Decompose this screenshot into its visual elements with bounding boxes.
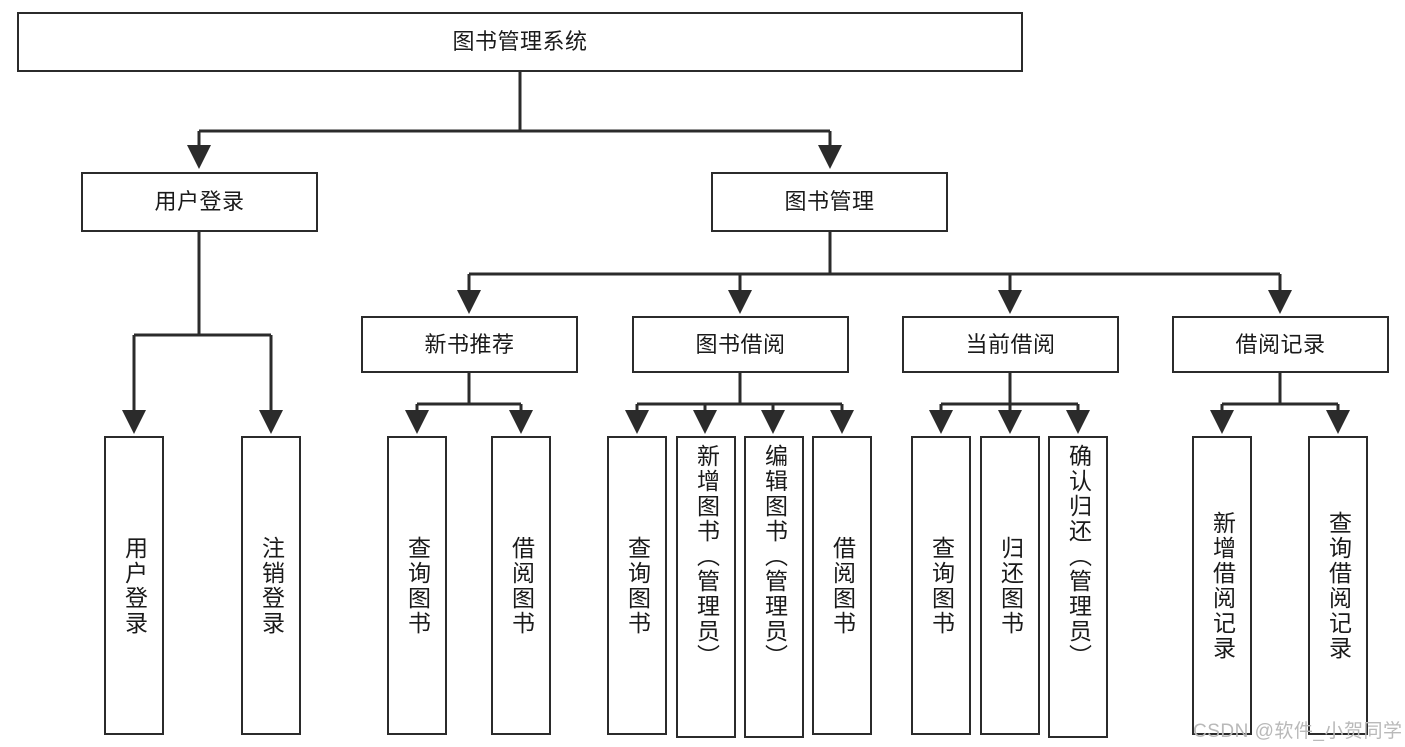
node-label: 查询借阅记录 xyxy=(1325,510,1352,661)
node-leaf-add-book-admin[interactable]: 新增图书（管理员） xyxy=(676,436,736,738)
node-new-book-recommendation[interactable]: 新书推荐 xyxy=(361,316,578,373)
node-leaf-logout[interactable]: 注销登录 xyxy=(241,436,301,735)
node-leaf-edit-book-admin[interactable]: 编辑图书（管理员） xyxy=(744,436,804,738)
node-leaf-borrow-book[interactable]: 借阅图书 xyxy=(812,436,872,735)
node-book-management[interactable]: 图书管理 xyxy=(711,172,948,232)
node-label: 图书管理 xyxy=(784,189,875,214)
node-label: 查询图书 xyxy=(928,535,955,636)
node-label: 借阅图书 xyxy=(508,535,535,636)
node-leaf-user-login[interactable]: 用户登录 xyxy=(104,436,164,735)
node-borrow-record[interactable]: 借阅记录 xyxy=(1172,316,1389,373)
node-label: 新增借阅记录 xyxy=(1209,510,1236,661)
node-leaf-confirm-return-admin[interactable]: 确认归还（管理员） xyxy=(1048,436,1108,738)
node-root-book-management-system[interactable]: 图书管理系统 xyxy=(17,12,1023,72)
node-user-login[interactable]: 用户登录 xyxy=(81,172,318,232)
node-label: 借阅图书 xyxy=(829,535,856,636)
node-leaf-query-book-current[interactable]: 查询图书 xyxy=(911,436,971,735)
node-leaf-add-borrow-record[interactable]: 新增借阅记录 xyxy=(1192,436,1252,735)
node-label: 借阅记录 xyxy=(1235,331,1326,357)
node-leaf-query-book-borrow[interactable]: 查询图书 xyxy=(607,436,667,735)
node-label: 图书管理系统 xyxy=(452,29,588,54)
node-leaf-return-book[interactable]: 归还图书 xyxy=(980,436,1040,735)
node-label: 编辑图书（管理员） xyxy=(761,444,788,669)
node-label: 新增图书（管理员） xyxy=(693,444,720,669)
node-label: 注销登录 xyxy=(258,535,285,636)
node-leaf-borrow-book-newbook[interactable]: 借阅图书 xyxy=(491,436,551,735)
node-label: 查询图书 xyxy=(404,535,431,636)
node-label: 确认归还（管理员） xyxy=(1065,444,1092,669)
csdn-watermark: CSDN @软件_小贺同学 xyxy=(1193,721,1403,742)
node-label: 当前借阅 xyxy=(965,331,1056,357)
node-book-borrow[interactable]: 图书借阅 xyxy=(632,316,849,373)
node-label: 用户登录 xyxy=(121,535,148,636)
node-label: 用户登录 xyxy=(154,189,245,214)
node-label: 查询图书 xyxy=(624,535,651,636)
node-leaf-query-borrow-record[interactable]: 查询借阅记录 xyxy=(1308,436,1368,735)
node-leaf-query-book-newbook[interactable]: 查询图书 xyxy=(387,436,447,735)
node-current-borrow[interactable]: 当前借阅 xyxy=(902,316,1119,373)
node-label: 图书借阅 xyxy=(695,331,786,357)
node-label: 新书推荐 xyxy=(424,331,515,357)
node-label: 归还图书 xyxy=(997,535,1024,636)
